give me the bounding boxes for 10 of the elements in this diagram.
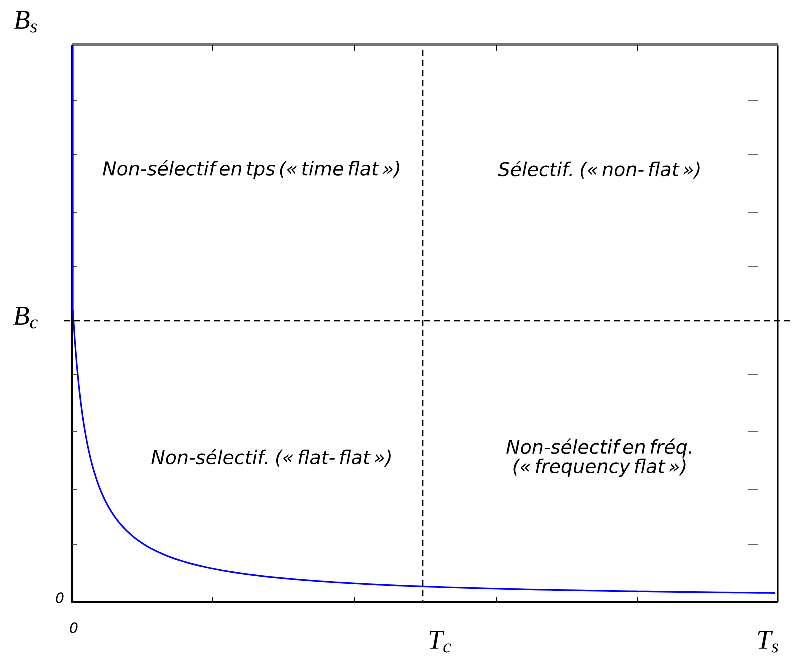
region-label: Sélectif. (« non- flat »)	[498, 161, 700, 179]
axis-label: 0	[56, 592, 64, 604]
axis-label: T$_{s}$	[758, 631, 778, 653]
axis-label: B$_{s}$	[14, 11, 38, 33]
region-label: Non-sélectif en tps (« time flat »)	[103, 160, 400, 180]
region-label: Non-sélectif en fréq. (« frequency flat »)	[506, 438, 692, 478]
axis-label: B$_{c}$	[14, 307, 38, 329]
region-label: Non-sélectif. (« flat- flat »)	[152, 449, 391, 467]
axis-label: 0	[70, 622, 78, 634]
axis-label: T$_{c}$	[430, 631, 452, 653]
